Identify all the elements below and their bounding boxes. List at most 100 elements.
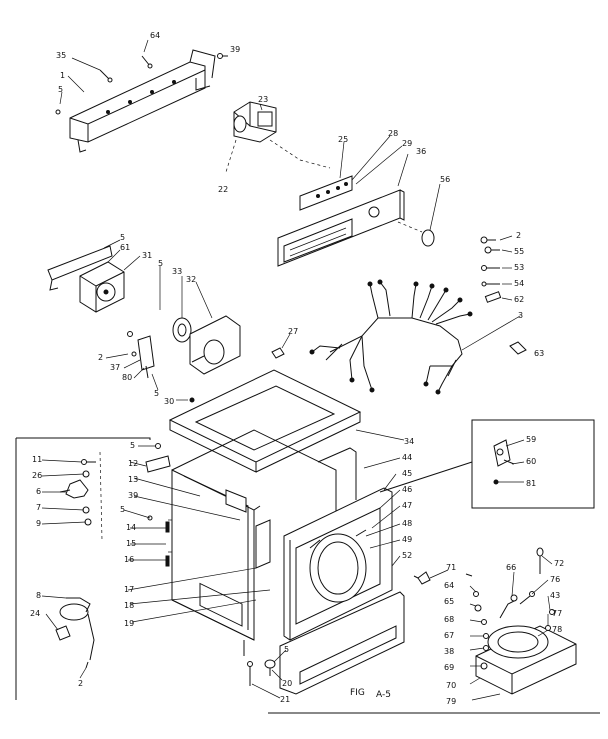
- callout-29: 29: [402, 139, 412, 148]
- callout-17: 17: [124, 585, 134, 594]
- callout-70: 70: [446, 681, 456, 690]
- callout-69: 69: [444, 663, 454, 672]
- callout-36: 36: [416, 147, 426, 156]
- callout-76: 76: [550, 575, 560, 584]
- callout-23: 23: [258, 95, 268, 104]
- callout-6: 6: [36, 487, 41, 496]
- callout-78: 78: [552, 625, 562, 634]
- callout-33: 33: [172, 267, 182, 276]
- callout-65: 65: [444, 597, 454, 606]
- inset-door-switch: [379, 419, 595, 509]
- callout-72: 72: [554, 559, 564, 568]
- callout-8: 8: [36, 591, 41, 600]
- callout-20: 20: [282, 679, 292, 688]
- callout-44: 44: [402, 453, 412, 462]
- toe-panel: [279, 591, 405, 695]
- callout-5: 5: [130, 441, 135, 450]
- callout-35: 35: [56, 51, 66, 60]
- callout-7: 7: [36, 503, 41, 512]
- motor-assembly: [172, 315, 241, 375]
- callout-3: 3: [518, 311, 523, 320]
- callout-52: 52: [402, 551, 412, 560]
- console-rail: [69, 49, 216, 153]
- bracket-37: [127, 331, 155, 379]
- callout-5: 5: [284, 645, 289, 654]
- callout-5: 5: [120, 505, 125, 514]
- callout-39: 39: [128, 491, 138, 500]
- callout-46: 46: [402, 485, 412, 494]
- callout-48: 48: [402, 519, 412, 528]
- callout-79: 79: [446, 697, 456, 706]
- callout-59: 59: [526, 435, 536, 444]
- leveling-feet: [247, 659, 276, 686]
- callout-34: 34: [404, 437, 414, 446]
- callout-63: 63: [534, 349, 544, 358]
- callout-13: 13: [128, 475, 138, 484]
- callout-43: 43: [550, 591, 560, 600]
- callout-labels: 64 39 35 1 5 23 22 25 28 29 36 56 2 55 5…: [30, 31, 564, 706]
- callout-28: 28: [388, 129, 398, 138]
- wiring-harness: [309, 279, 473, 395]
- callout-25: 25: [338, 135, 348, 144]
- figure-prefix: FIG: [350, 688, 365, 698]
- callout-5: 5: [154, 389, 159, 398]
- callout-26: 26: [32, 471, 42, 480]
- callout-18: 18: [124, 601, 134, 610]
- callout-21: 21: [280, 695, 290, 704]
- callout-2: 2: [78, 679, 83, 688]
- callout-54: 54: [514, 279, 524, 288]
- callout-67: 67: [444, 631, 454, 640]
- callout-62: 62: [514, 295, 524, 304]
- left-side-parts: [15, 437, 151, 700]
- side-panel-parts: [145, 443, 171, 521]
- small-parts-right: [480, 236, 527, 355]
- callout-5: 5: [58, 85, 63, 94]
- callout-11: 11: [32, 455, 42, 464]
- callout-38: 38: [444, 647, 454, 656]
- callout-61: 61: [120, 243, 130, 252]
- callout-56: 56: [440, 175, 450, 184]
- callout-1: 1: [60, 71, 65, 80]
- callout-81: 81: [526, 479, 536, 488]
- callout-5: 5: [158, 259, 163, 268]
- callout-32: 32: [186, 275, 196, 284]
- callout-47: 47: [402, 501, 412, 510]
- callout-14: 14: [126, 523, 136, 532]
- callout-24: 24: [30, 609, 40, 618]
- knob: [397, 221, 435, 247]
- figure-caption: FIG A-5: [350, 688, 391, 700]
- burner-assembly: [413, 547, 577, 695]
- leader-lines: [41, 39, 553, 701]
- callout-71: 71: [446, 563, 456, 572]
- callout-15: 15: [126, 539, 136, 548]
- callout-22: 22: [218, 185, 228, 194]
- callout-68: 68: [444, 615, 454, 624]
- callout-30: 30: [164, 397, 174, 406]
- timer-assembly: [225, 101, 331, 173]
- front-panel: [283, 487, 393, 641]
- callout-19: 19: [124, 619, 134, 628]
- screw-parts: [55, 53, 228, 115]
- control-panel: [277, 189, 405, 267]
- figure-label: A-5: [376, 690, 391, 700]
- callout-53: 53: [514, 263, 524, 272]
- callout-49: 49: [402, 535, 412, 544]
- callout-9: 9: [36, 519, 41, 528]
- fan-assembly: [47, 245, 125, 313]
- callout-66: 66: [506, 563, 516, 572]
- callout-37: 37: [110, 363, 120, 372]
- callout-12: 12: [128, 459, 138, 468]
- callout-64: 64: [150, 31, 160, 40]
- switch-plate: [299, 175, 353, 211]
- callout-31: 31: [142, 251, 152, 260]
- callout-16: 16: [124, 555, 134, 564]
- callout-77: 77: [552, 609, 562, 618]
- callout-5: 5: [120, 233, 125, 242]
- callout-64: 64: [444, 581, 454, 590]
- callout-80: 80: [122, 373, 132, 382]
- callout-45: 45: [402, 469, 412, 478]
- callout-60: 60: [526, 457, 536, 466]
- callout-2: 2: [98, 353, 103, 362]
- callout-2: 2: [516, 231, 521, 240]
